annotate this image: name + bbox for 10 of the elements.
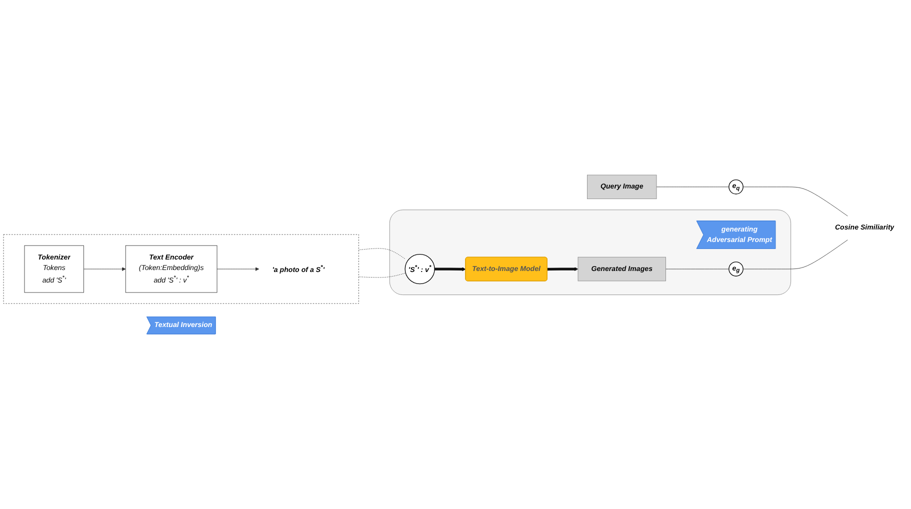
cluster: [3, 234, 359, 304]
connector: [656, 186, 730, 188]
connector: [358, 248, 406, 260]
cluster: [389, 210, 792, 296]
connector: [742, 240, 848, 270]
connector: [666, 268, 730, 270]
arrow: [434, 267, 466, 272]
connector: [358, 272, 406, 278]
arrow: [547, 267, 578, 271]
connector: [742, 186, 848, 216]
